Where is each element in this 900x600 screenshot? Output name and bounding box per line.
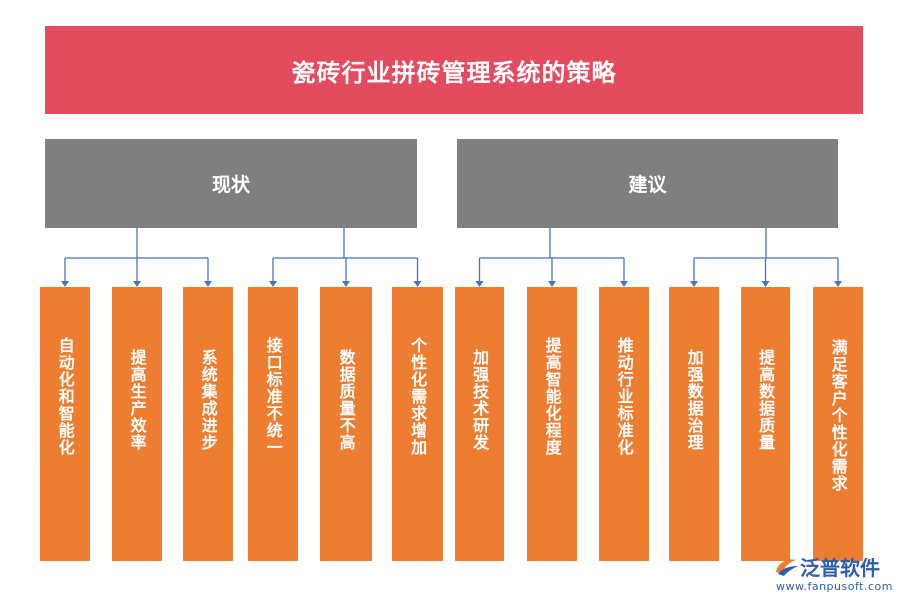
watermark: 泛普软件 www.fanpusoft.com — [772, 552, 900, 600]
suggestion-item-label: 满足客户个性化需求 — [828, 339, 848, 492]
title-banner: 瓷砖行业拼砖管理系统的策略 — [45, 26, 863, 114]
status-item-label: 数据质量不高 — [336, 349, 356, 451]
group-label-suggestions: 建议 — [628, 174, 667, 196]
status-item-data-quality: 数据质量不高 — [320, 287, 372, 561]
status-item-efficiency: 提高生产效率 — [112, 287, 162, 561]
arrowhead — [761, 281, 770, 287]
suggestion-item-label: 加强技术研发 — [470, 349, 490, 451]
arrowhead — [413, 281, 422, 287]
page-title: 瓷砖行业拼砖管理系统的策略 — [291, 58, 617, 87]
fanpu-logo-icon — [776, 559, 798, 576]
arrowhead — [204, 281, 212, 287]
status-item-interface-standard: 接口标准不统一 — [248, 287, 298, 561]
arrowhead — [475, 281, 484, 287]
group-label-current-status: 现状 — [211, 174, 250, 196]
group-suggestions: 建议 — [457, 139, 838, 228]
suggestion-item-data-quality: 提高数据质量 — [741, 287, 790, 561]
arrowhead — [548, 281, 556, 287]
arrowhead — [269, 281, 277, 287]
suggestion-item-data-governance: 加强数据治理 — [669, 287, 719, 561]
suggestion-item-customer-needs: 满足客户个性化需求 — [813, 287, 863, 561]
arrowhead — [834, 281, 842, 287]
status-item-integration: 系统集成进步 — [183, 287, 233, 561]
arrowhead — [61, 281, 69, 287]
watermark-brand-name: 泛普软件 — [800, 556, 880, 580]
arrowhead — [620, 281, 628, 287]
status-item-label: 接口标准不统一 — [263, 337, 283, 456]
suggestion-item-label: 提高数据质量 — [756, 349, 776, 451]
status-item-automation: 自动化和智能化 — [40, 287, 90, 561]
status-item-label: 系统集成进步 — [198, 349, 218, 451]
suggestion-item-rnd: 加强技术研发 — [455, 287, 504, 561]
suggestion-item-label: 加强数据治理 — [684, 349, 704, 451]
suggestion-item-standardization: 推动行业标准化 — [599, 287, 649, 561]
suggestion-item-label: 提高智能化程度 — [542, 337, 562, 456]
watermark-url: www.fanpusoft.com — [776, 580, 893, 593]
status-item-personalization: 个性化需求增加 — [392, 287, 443, 561]
suggestion-item-intelligence: 提高智能化程度 — [527, 287, 577, 561]
status-item-label: 提高生产效率 — [127, 349, 147, 451]
status-item-label: 自动化和智能化 — [55, 337, 75, 456]
arrowhead — [133, 281, 141, 287]
status-item-label: 个性化需求增加 — [408, 337, 428, 456]
group-current-status: 现状 — [45, 139, 417, 228]
arrowhead — [690, 281, 698, 287]
arrowhead — [342, 281, 350, 287]
suggestion-item-label: 推动行业标准化 — [614, 337, 634, 456]
